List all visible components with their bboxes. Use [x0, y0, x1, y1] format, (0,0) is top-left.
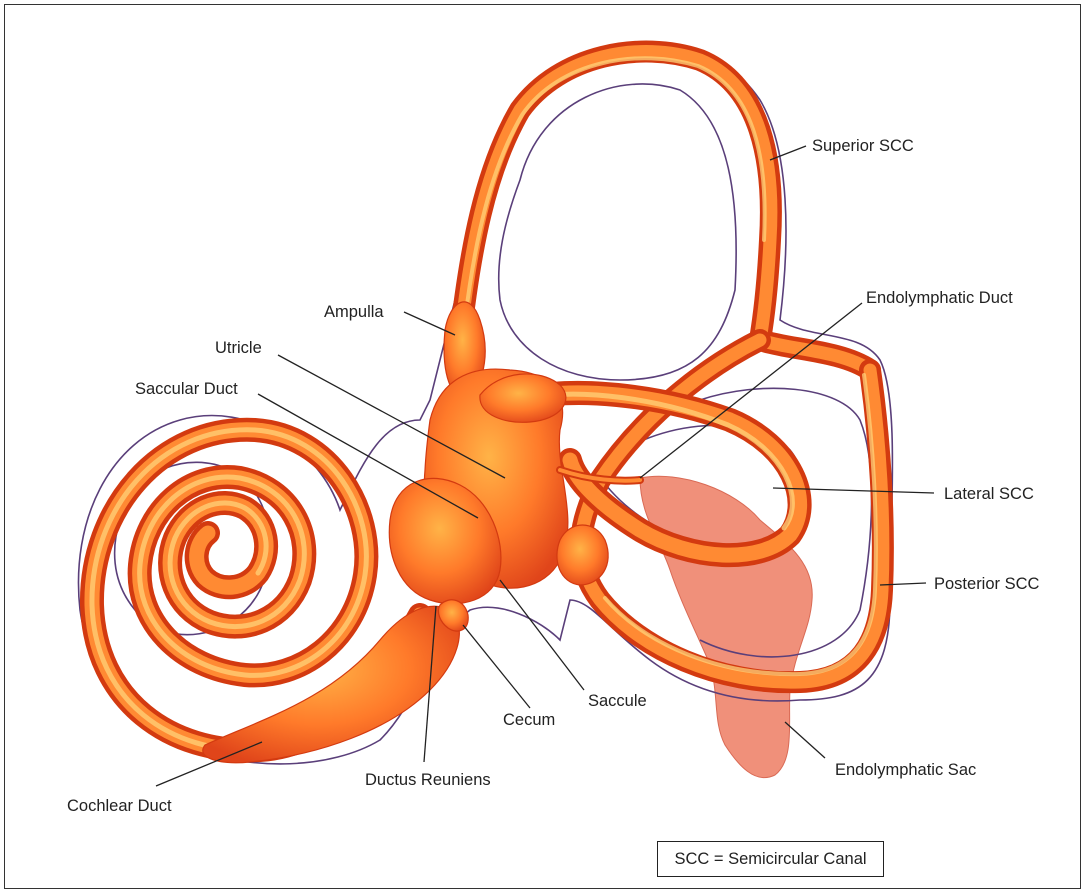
label-saccule: Saccule: [588, 692, 647, 710]
label-endolymphatic-sac: Endolymphatic Sac: [835, 761, 976, 779]
legend-text: SCC = Semicircular Canal: [674, 850, 866, 869]
label-cochlear-duct: Cochlear Duct: [67, 797, 172, 815]
legend-box: SCC = Semicircular Canal: [657, 841, 884, 877]
label-endolymphatic-duct: Endolymphatic Duct: [866, 289, 1013, 307]
label-posterior-scc: Posterior SCC: [934, 575, 1040, 593]
label-lateral-scc: Lateral SCC: [944, 485, 1034, 503]
label-saccular-duct: Saccular Duct: [135, 380, 238, 398]
label-superior-scc: Superior SCC: [812, 137, 914, 155]
posterior-ampulla-shape: [557, 525, 608, 585]
label-utricle: Utricle: [215, 339, 262, 357]
label-cecum: Cecum: [503, 711, 555, 729]
label-ductus-reuniens: Ductus Reuniens: [365, 771, 491, 789]
label-ampulla: Ampulla: [324, 303, 384, 321]
cochlea: [92, 430, 459, 763]
